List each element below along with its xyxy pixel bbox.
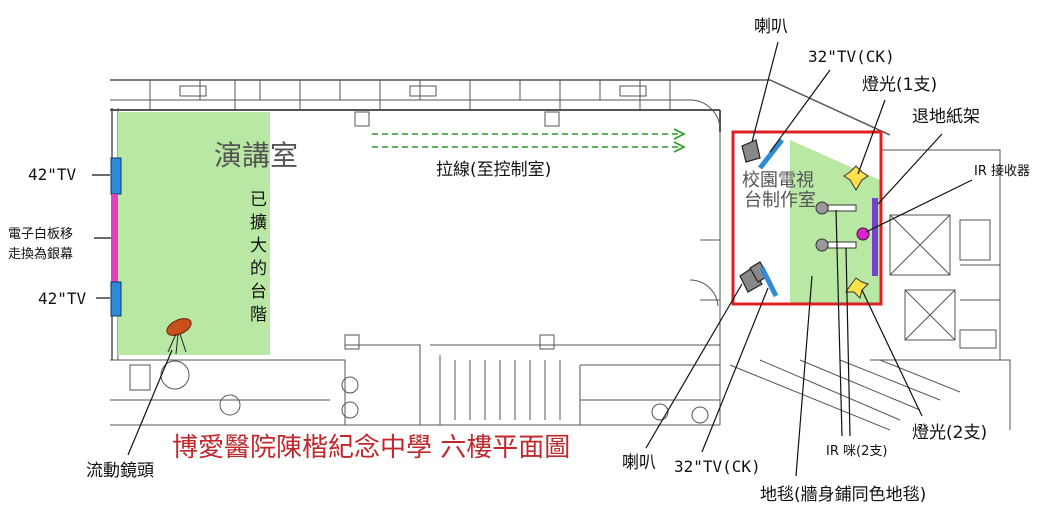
camera-tripod-icon — [167, 333, 187, 355]
ir-receiver-label: IR 接收器 — [974, 163, 1030, 179]
page-title: 博愛醫院陳楷紀念中學 六樓平面圖 — [172, 433, 570, 463]
ir-mic-body — [827, 241, 857, 249]
tv-42-top-icon — [110, 157, 122, 195]
tv-ck-top-leader — [769, 69, 831, 153]
cable-arrows — [372, 133, 680, 148]
stage-text: 已 擴 大 的 台 階 — [250, 190, 267, 325]
camera-leader — [127, 349, 173, 456]
light-top-icon — [843, 165, 869, 191]
studio-label-line1: 校園電視 — [742, 170, 814, 191]
cable-label: 拉線(至控制室) — [436, 160, 551, 180]
cable-arrowhead-icon — [673, 141, 686, 153]
whiteboard-icon — [112, 194, 118, 282]
tv-ck-top-label: 32"TV(CK) — [808, 47, 895, 66]
speaker-bottom-left-icon — [739, 267, 763, 293]
ir-mic-leader — [845, 247, 851, 437]
speaker-top-label: 喇叭 — [754, 17, 788, 37]
ir-mic-leader — [835, 209, 843, 437]
speaker-bottom-leader — [645, 283, 743, 449]
ir-receiver-leader — [865, 179, 973, 233]
cable-arrowhead-icon — [673, 128, 686, 140]
light-one-label: 燈光(1支) — [862, 75, 937, 95]
ir-mic-body — [827, 204, 857, 212]
whiteboard-label-line2: 走換為銀幕 — [8, 246, 73, 262]
speaker-top-icon — [741, 139, 761, 163]
tv-ck-bottom-icon — [759, 266, 779, 298]
light-two-label: 燈光(2支) — [912, 423, 987, 443]
tv-42-bottom-icon — [110, 281, 122, 317]
lecture-hall-area — [118, 112, 270, 355]
stage-char: 擴 — [250, 213, 267, 233]
backdrop-rack-icon — [872, 198, 878, 276]
tv-42-top-label: 42"TV — [28, 165, 77, 184]
tv-ck-bottom-leader — [701, 287, 769, 453]
light-one-leader — [857, 99, 886, 175]
ir-mic-icon — [815, 238, 829, 252]
stage-char: 大 — [250, 236, 267, 256]
whiteboard-label-line1: 電子白板移 — [8, 226, 73, 242]
studio-label-line2: 台制作室 — [744, 190, 816, 211]
stage-char: 的 — [250, 259, 267, 279]
carpet-leader — [795, 275, 813, 477]
mobile-camera-icon — [166, 318, 192, 336]
ir-receiver-icon — [856, 227, 870, 241]
light-two-leader — [861, 289, 923, 417]
carpet-label: 地毯(牆身鋪同色地毯) — [760, 485, 926, 505]
ir-mic-label: IR 咪(2支) — [826, 444, 887, 459]
stage-char: 階 — [250, 305, 267, 325]
lecture-hall-label: 演講室 — [214, 139, 298, 172]
mobile-camera-label: 流動鏡頭 — [86, 461, 154, 481]
tv-42-bottom-label: 42"TV — [38, 289, 87, 308]
speaker-top-leader — [751, 41, 779, 143]
speaker-bottom-label: 喇叭 — [622, 453, 656, 473]
stage-char: 台 — [250, 282, 267, 302]
studio-border — [731, 130, 883, 306]
stage-char: 已 — [250, 190, 267, 210]
tv-ck-top-icon — [758, 138, 784, 170]
tv-ck-bottom-label: 32"TV(CK) — [674, 457, 761, 476]
ir-mic-icon — [815, 201, 829, 215]
backdrop-rack-leader — [877, 133, 943, 205]
backdrop-rack-label: 退地紙架 — [912, 107, 980, 127]
light-bottom-icon — [845, 277, 869, 299]
